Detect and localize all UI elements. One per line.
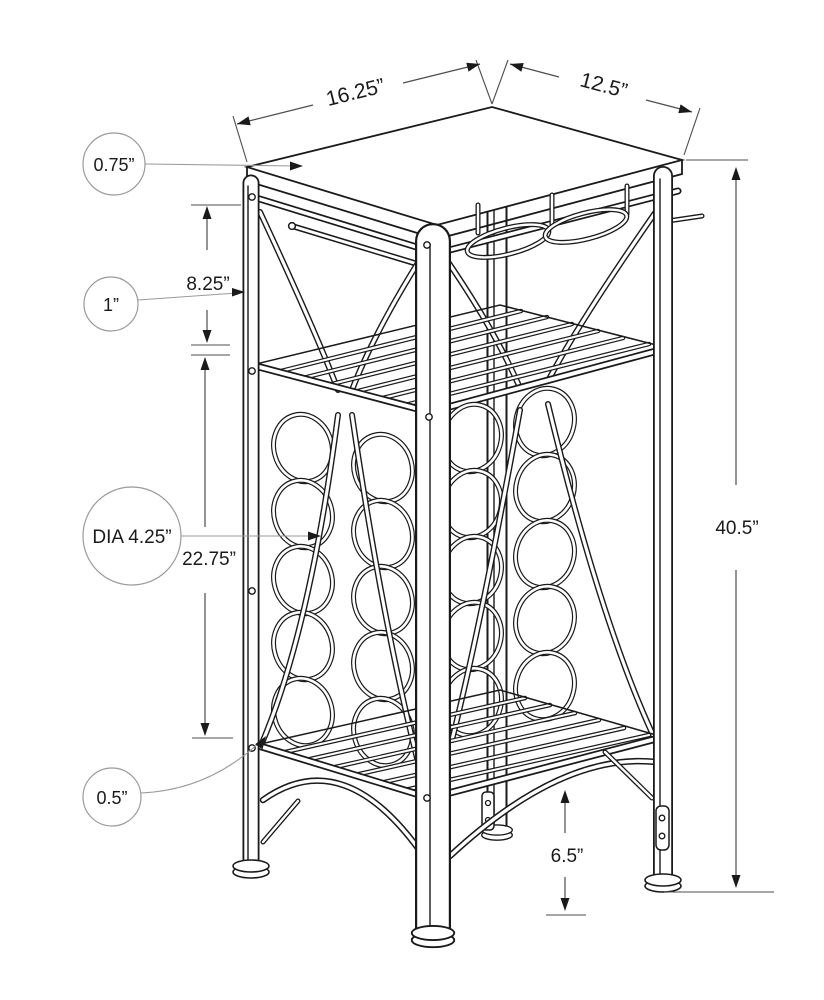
dim-label: 0.75” <box>93 155 134 175</box>
middle-shelf <box>248 304 672 416</box>
dim-label: 22.75” <box>182 549 236 570</box>
arrowhead <box>510 63 524 72</box>
middle-shelf-slats <box>274 308 652 408</box>
callout-wire-diameter: 0.5” <box>82 736 266 827</box>
arrowhead <box>202 330 212 343</box>
table-top <box>243 106 686 257</box>
right-leg <box>644 166 682 893</box>
callout-circle <box>83 276 139 332</box>
arrowhead <box>560 898 570 911</box>
dim-line <box>402 63 481 84</box>
dim-label: DIA 4.25” <box>92 527 171 548</box>
arrowhead <box>232 288 245 297</box>
ext-line <box>475 59 493 105</box>
arrowhead <box>237 116 251 126</box>
leader-line <box>144 163 296 167</box>
dim-glass-rack-height: 8.25” <box>186 204 241 346</box>
leader-line <box>140 739 263 794</box>
lower-braces <box>259 401 656 796</box>
ext-line <box>491 59 509 105</box>
leader-line <box>137 292 238 301</box>
left-leg <box>232 174 270 879</box>
table-structure <box>232 106 705 949</box>
callout-ring-diameter: DIA 4.25” <box>82 486 321 586</box>
dim-leg-clearance: 6.5” <box>546 790 586 916</box>
callout-circle <box>82 767 142 827</box>
dimension-annotations: 16.25” 12.5” 0.75” 8.25” <box>82 59 774 916</box>
legs <box>232 166 682 949</box>
arrowhead <box>731 875 741 888</box>
dim-label: 1” <box>103 295 119 315</box>
arrowhead <box>200 723 210 736</box>
front-leg <box>410 223 456 949</box>
callout-frame-tube: 1” <box>83 276 245 332</box>
arrowhead <box>560 790 570 803</box>
dim-label: 6.5” <box>551 846 584 867</box>
dim-label: 40.5” <box>715 518 758 539</box>
dim-overall-height: 40.5” <box>664 159 774 893</box>
dim-line <box>236 104 314 125</box>
arrowhead <box>731 167 741 180</box>
arrowhead <box>678 104 692 114</box>
dim-bottle-rack-height: 22.75” <box>182 354 236 739</box>
ext-line <box>232 115 248 163</box>
dim-label: 0.5” <box>96 788 127 808</box>
arrowhead <box>290 161 303 171</box>
ext-line <box>683 107 701 156</box>
dim-label: 12.5” <box>578 68 630 102</box>
arrowhead <box>200 357 210 370</box>
base-arches <box>259 749 660 862</box>
arrowhead <box>202 206 212 219</box>
arrowhead <box>255 736 266 750</box>
stemware-rack <box>287 183 705 269</box>
arrowhead <box>308 531 321 541</box>
dim-label: 16.25” <box>324 74 387 111</box>
bolts <box>248 193 433 802</box>
bottom-shelf-slats <box>278 695 652 793</box>
dim-label: 8.25” <box>186 274 229 295</box>
callout-top-thickness: 0.75” <box>82 132 303 196</box>
arrowhead <box>466 62 480 72</box>
